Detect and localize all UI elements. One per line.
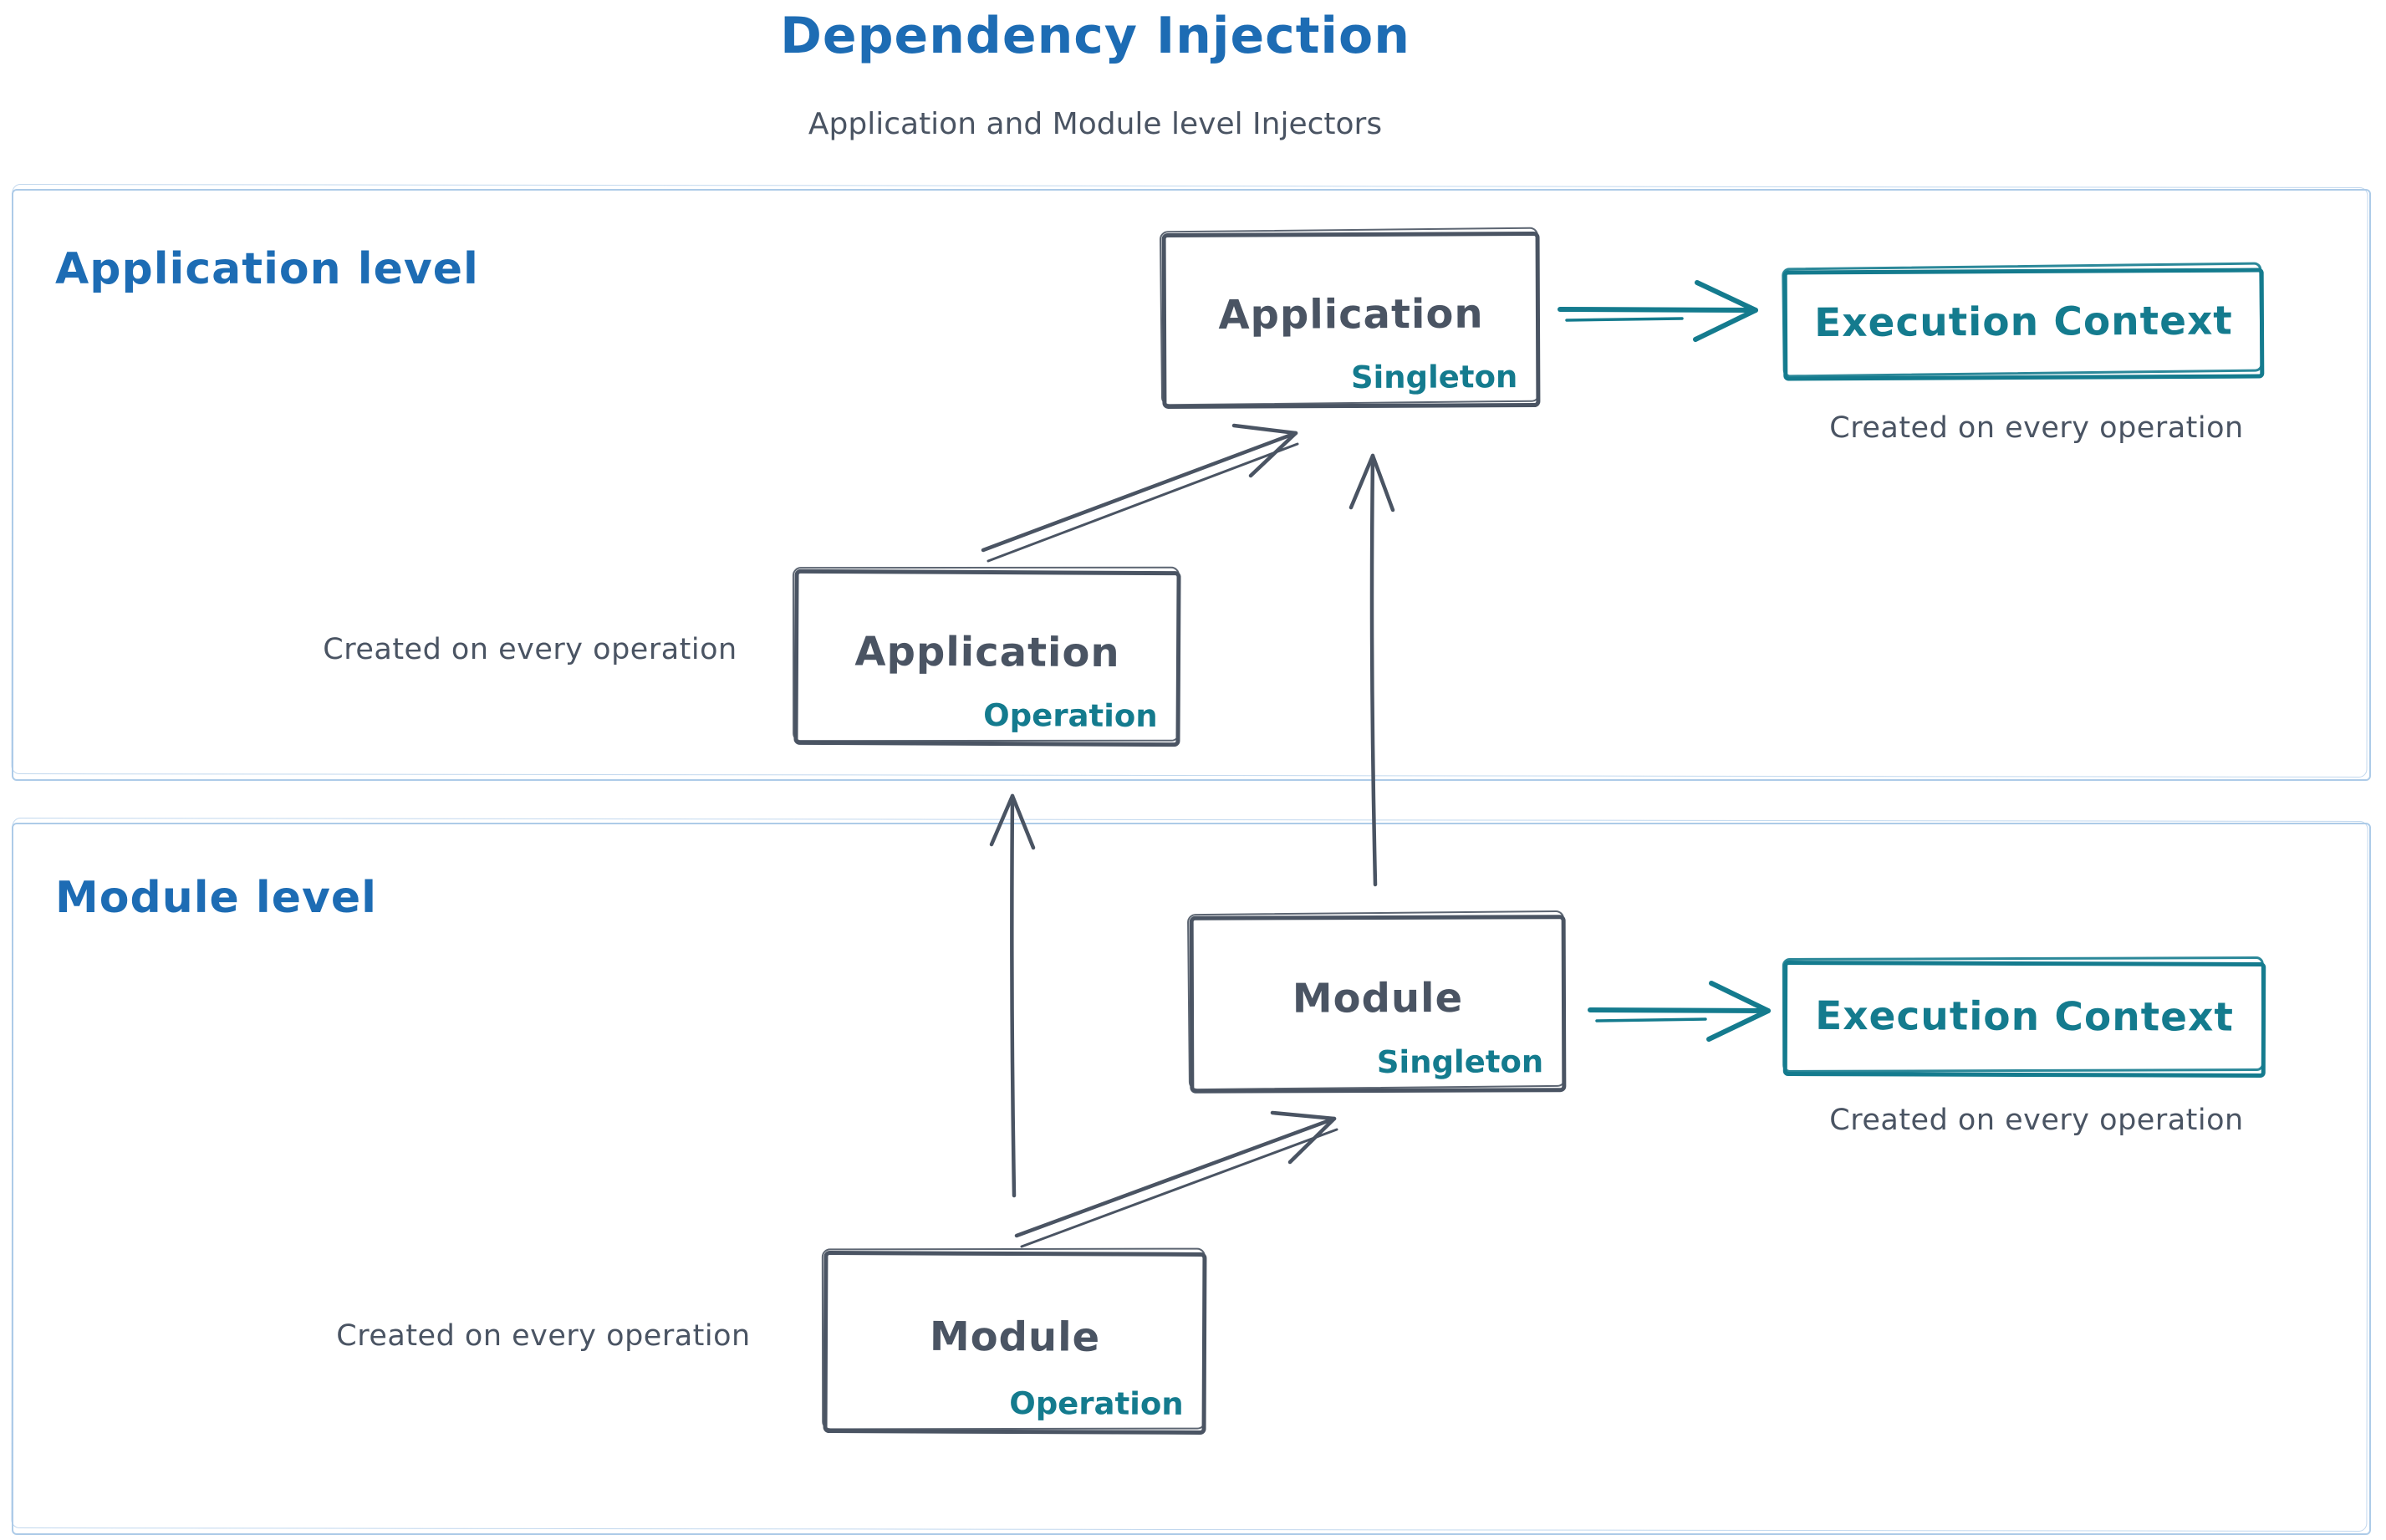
application-singleton-box: Application Singleton (1161, 232, 1541, 409)
application-operation-box: Application Operation (793, 569, 1181, 747)
module-singleton-title: Module (1292, 974, 1464, 1022)
module-level-frame (12, 823, 2371, 1535)
application-level-frame (12, 189, 2371, 781)
module-operation-caption: Created on every operation (336, 1319, 751, 1353)
module-operation-box: Module Operation (823, 1251, 1207, 1435)
application-singleton-badge: Singleton (1350, 359, 1518, 396)
application-execution-context-box: Execution Context (1782, 268, 2265, 381)
application-level-label: Application level (55, 244, 479, 294)
module-singleton-badge: Singleton (1376, 1043, 1544, 1081)
application-execution-caption: Created on every operation (1829, 411, 2244, 445)
application-operation-title: Application (854, 628, 1120, 677)
application-execution-context-label: Execution Context (1814, 298, 2233, 347)
module-singleton-box: Module Singleton (1189, 915, 1567, 1094)
module-operation-title: Module (929, 1313, 1101, 1361)
module-execution-caption: Created on every operation (1829, 1104, 2244, 1137)
module-operation-badge: Operation (1009, 1384, 1184, 1422)
module-execution-context-box: Execution Context (1782, 960, 2266, 1079)
module-execution-context-label: Execution Context (1815, 992, 2234, 1041)
application-operation-caption: Created on every operation (323, 633, 737, 666)
diagram-title: Dependency Injection (780, 7, 1410, 65)
application-operation-badge: Operation (983, 696, 1158, 735)
application-singleton-title: Application (1218, 290, 1484, 339)
module-level-label: Module level (55, 873, 377, 923)
diagram-subtitle: Application and Module level Injectors (808, 107, 1383, 141)
